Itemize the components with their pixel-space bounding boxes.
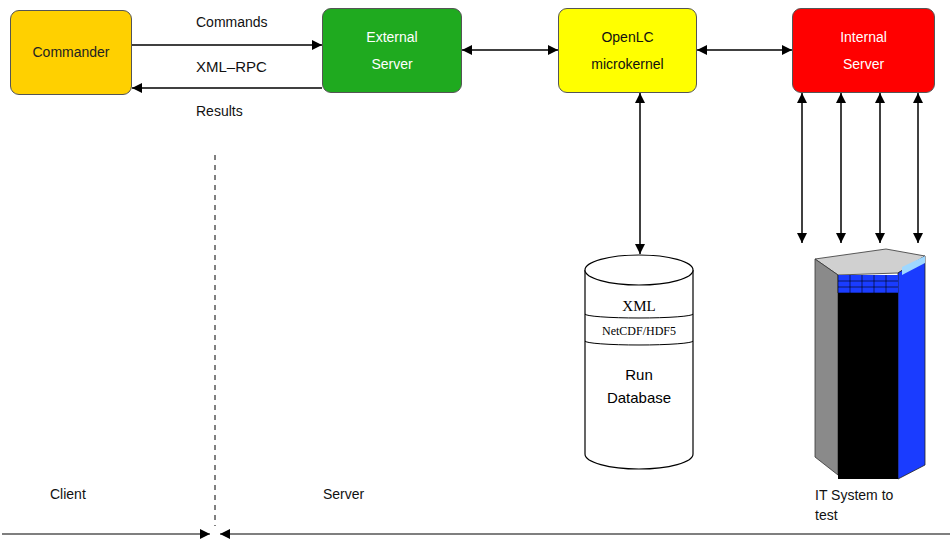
database-cylinder: XML NetCDF/HDF5Run Database xyxy=(584,254,694,472)
edge-label: Commands xyxy=(196,14,268,30)
node-label: OpenLC microkernel xyxy=(586,24,670,77)
connector-arrow xyxy=(917,93,919,243)
node-label: Internal Server xyxy=(822,24,906,77)
client-server-divider xyxy=(215,155,216,526)
edge-label: Results xyxy=(196,103,243,119)
server-rack-illustration xyxy=(798,243,930,483)
cylinder-outline xyxy=(584,254,694,472)
client-span-arrow xyxy=(2,533,210,534)
database-label: XML xyxy=(585,295,693,318)
connector-arrow xyxy=(132,44,322,46)
connector-arrow xyxy=(639,93,641,254)
node-label: External Server xyxy=(350,24,434,77)
connector-arrow xyxy=(697,49,792,51)
it-system: IT System to test xyxy=(798,243,930,528)
database-label: NetCDF/HDF5 xyxy=(585,322,693,340)
server-box: Internal Server xyxy=(792,8,935,93)
system-label: IT System to test xyxy=(815,485,905,526)
kernel-box: OpenLC microkernel xyxy=(558,8,697,93)
protocol-label: XML–RPC xyxy=(196,58,267,75)
database-label: Run Database xyxy=(597,364,681,409)
actor-box: Commander xyxy=(10,10,132,95)
connector-arrow xyxy=(132,87,322,89)
side-label: Server xyxy=(323,486,364,502)
connector-arrow xyxy=(801,93,803,243)
server-span-arrow xyxy=(220,533,950,534)
node-label: Commander xyxy=(32,39,109,66)
connector-arrow xyxy=(840,93,842,243)
side-label: Client xyxy=(50,486,86,502)
server-box: External Server xyxy=(322,8,462,93)
connector-arrow xyxy=(462,49,558,51)
connector-arrow xyxy=(879,93,881,243)
